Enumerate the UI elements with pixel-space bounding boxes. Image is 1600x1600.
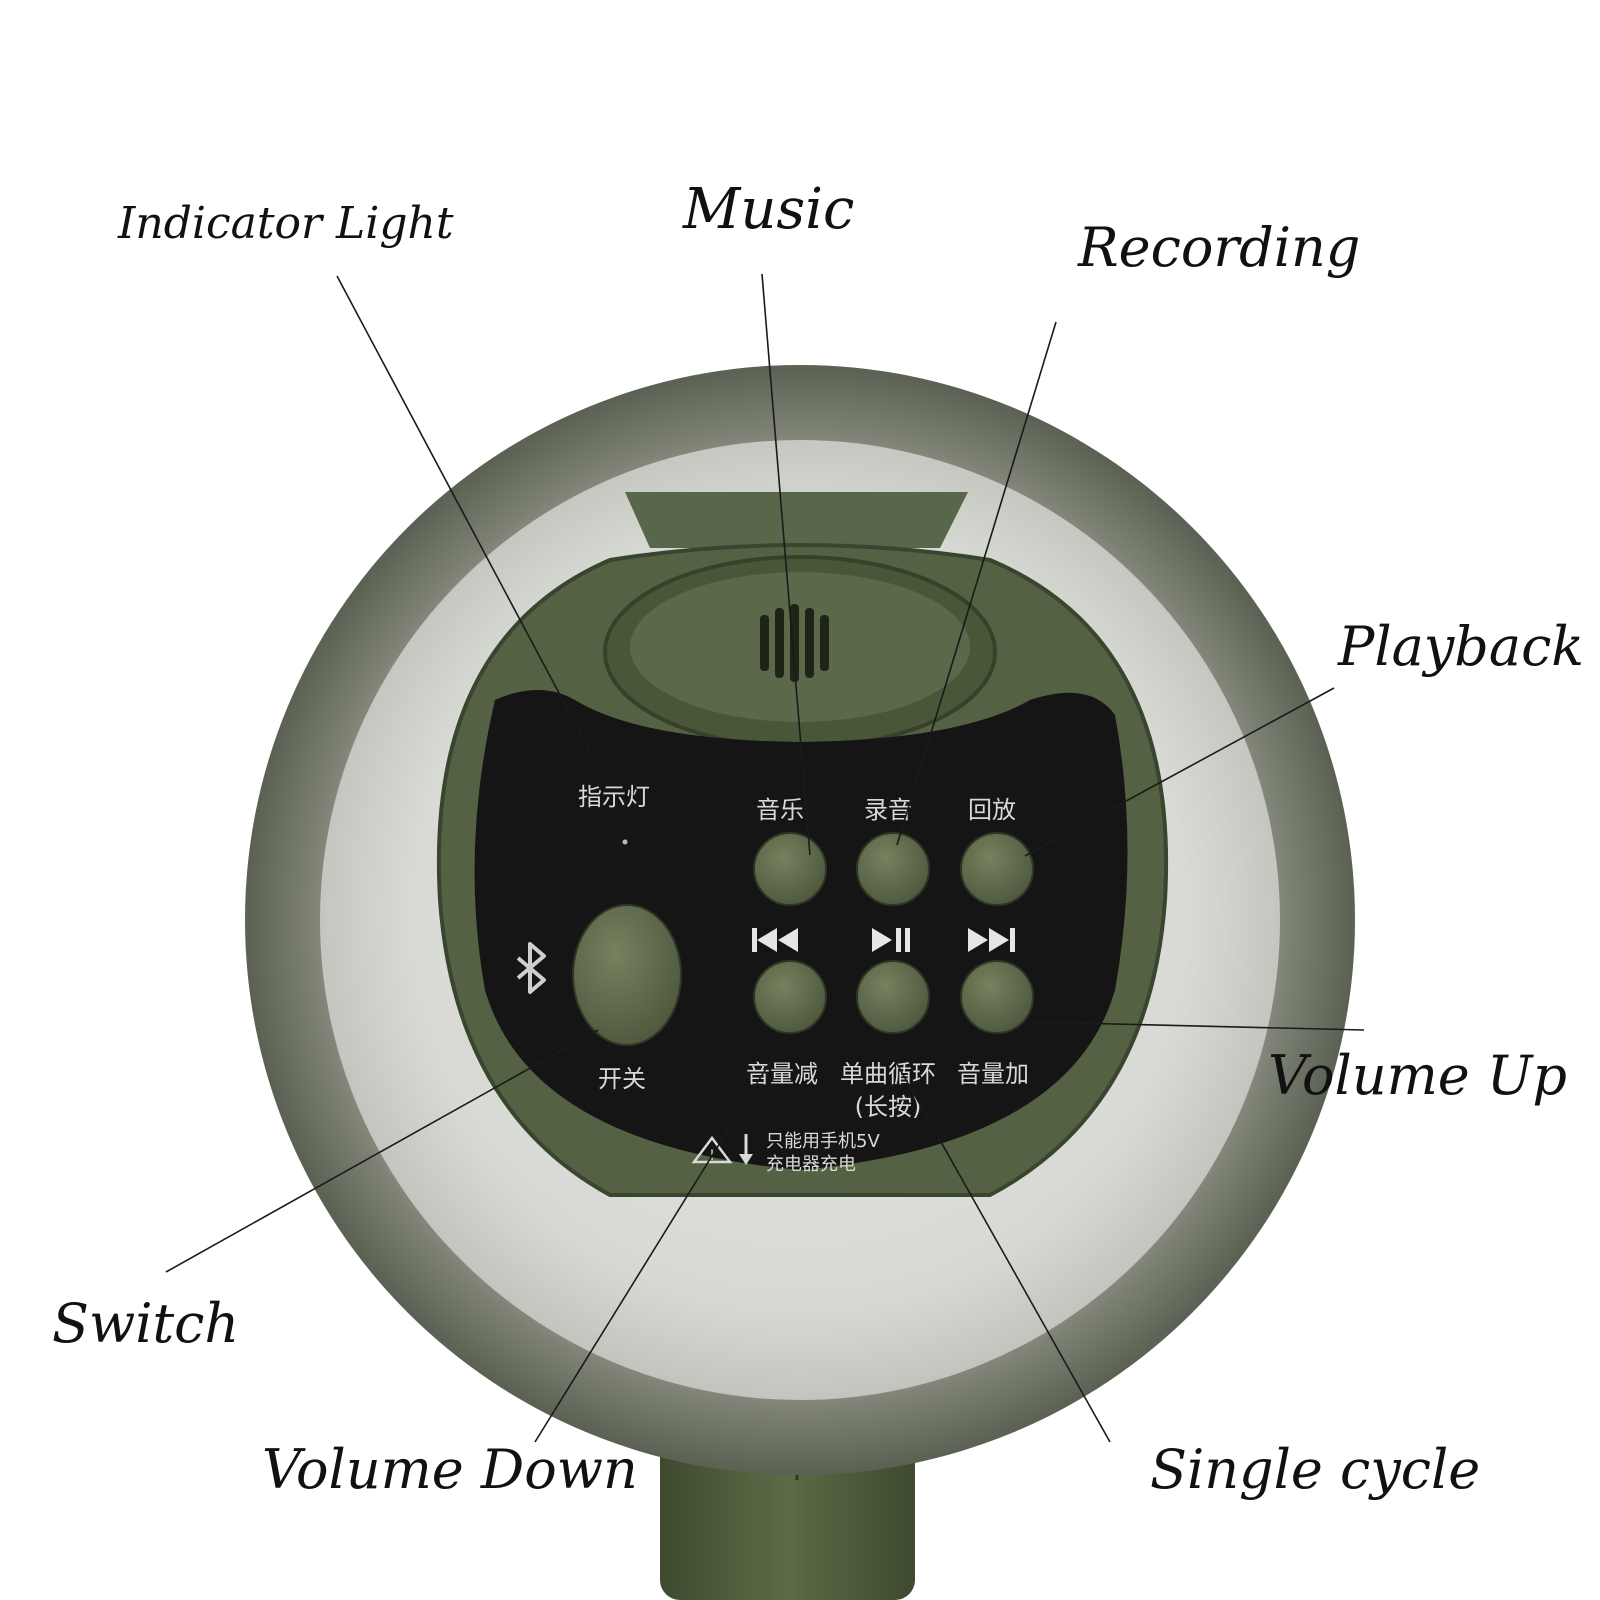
volume-up-button[interactable] bbox=[960, 960, 1034, 1034]
leader-indicator-light bbox=[336, 275, 601, 771]
bluetooth-icon bbox=[516, 942, 546, 994]
panel-power-label: 开关 bbox=[598, 1065, 646, 1093]
panel-volup-label: 音量加 bbox=[957, 1060, 1029, 1088]
mic-oval bbox=[603, 555, 997, 749]
leader-lines bbox=[165, 273, 1365, 1443]
playback-button[interactable] bbox=[960, 832, 1034, 906]
leader-music bbox=[761, 273, 811, 856]
callout-volume-down: Volume Down bbox=[262, 1438, 638, 1501]
leader-playback bbox=[1024, 687, 1335, 857]
indicator-light-dot bbox=[622, 839, 628, 845]
panel-warning-line2: 充电器充电 bbox=[766, 1154, 856, 1175]
callout-recording: Recording bbox=[1077, 216, 1360, 279]
leader-switch bbox=[165, 1029, 599, 1273]
panel-voldown-label: 音量减 bbox=[746, 1060, 818, 1088]
single-cycle-button[interactable] bbox=[856, 960, 930, 1034]
recording-button[interactable] bbox=[856, 832, 930, 906]
callout-music: Music bbox=[682, 177, 854, 242]
leader-recording bbox=[896, 321, 1057, 846]
previous-icon bbox=[752, 928, 798, 952]
horn-top-tab bbox=[625, 492, 968, 548]
panel-music-label: 音乐 bbox=[756, 796, 804, 824]
panel-singleloop-label: 单曲循环 bbox=[840, 1060, 936, 1088]
callout-switch: Switch bbox=[52, 1292, 239, 1355]
speaker-grille-icon bbox=[760, 604, 829, 682]
leader-volume-down bbox=[534, 1032, 789, 1443]
panel-warning-line1: 只能用手机5V bbox=[766, 1131, 880, 1152]
volume-down-button[interactable] bbox=[753, 960, 827, 1034]
down-arrow-icon bbox=[739, 1134, 753, 1165]
callout-indicator-light: Indicator Light bbox=[117, 198, 454, 249]
panel-indicator-label: 指示灯 bbox=[578, 783, 650, 811]
play-pause-icon bbox=[872, 928, 910, 952]
panel-longpress-label: (长按) bbox=[855, 1093, 922, 1121]
power-switch[interactable] bbox=[572, 904, 682, 1046]
callout-single-cycle: Single cycle bbox=[1150, 1438, 1480, 1501]
leader-single-cycle bbox=[891, 1054, 1111, 1443]
next-icon bbox=[968, 928, 1015, 952]
panel-playback-label: 回放 bbox=[968, 796, 1016, 824]
control-panel bbox=[474, 690, 1128, 1170]
music-button[interactable] bbox=[753, 832, 827, 906]
leader-volume-up bbox=[1029, 1021, 1365, 1031]
callout-volume-up: Volume Up bbox=[1268, 1044, 1567, 1107]
callout-playback: Playback bbox=[1337, 615, 1584, 678]
